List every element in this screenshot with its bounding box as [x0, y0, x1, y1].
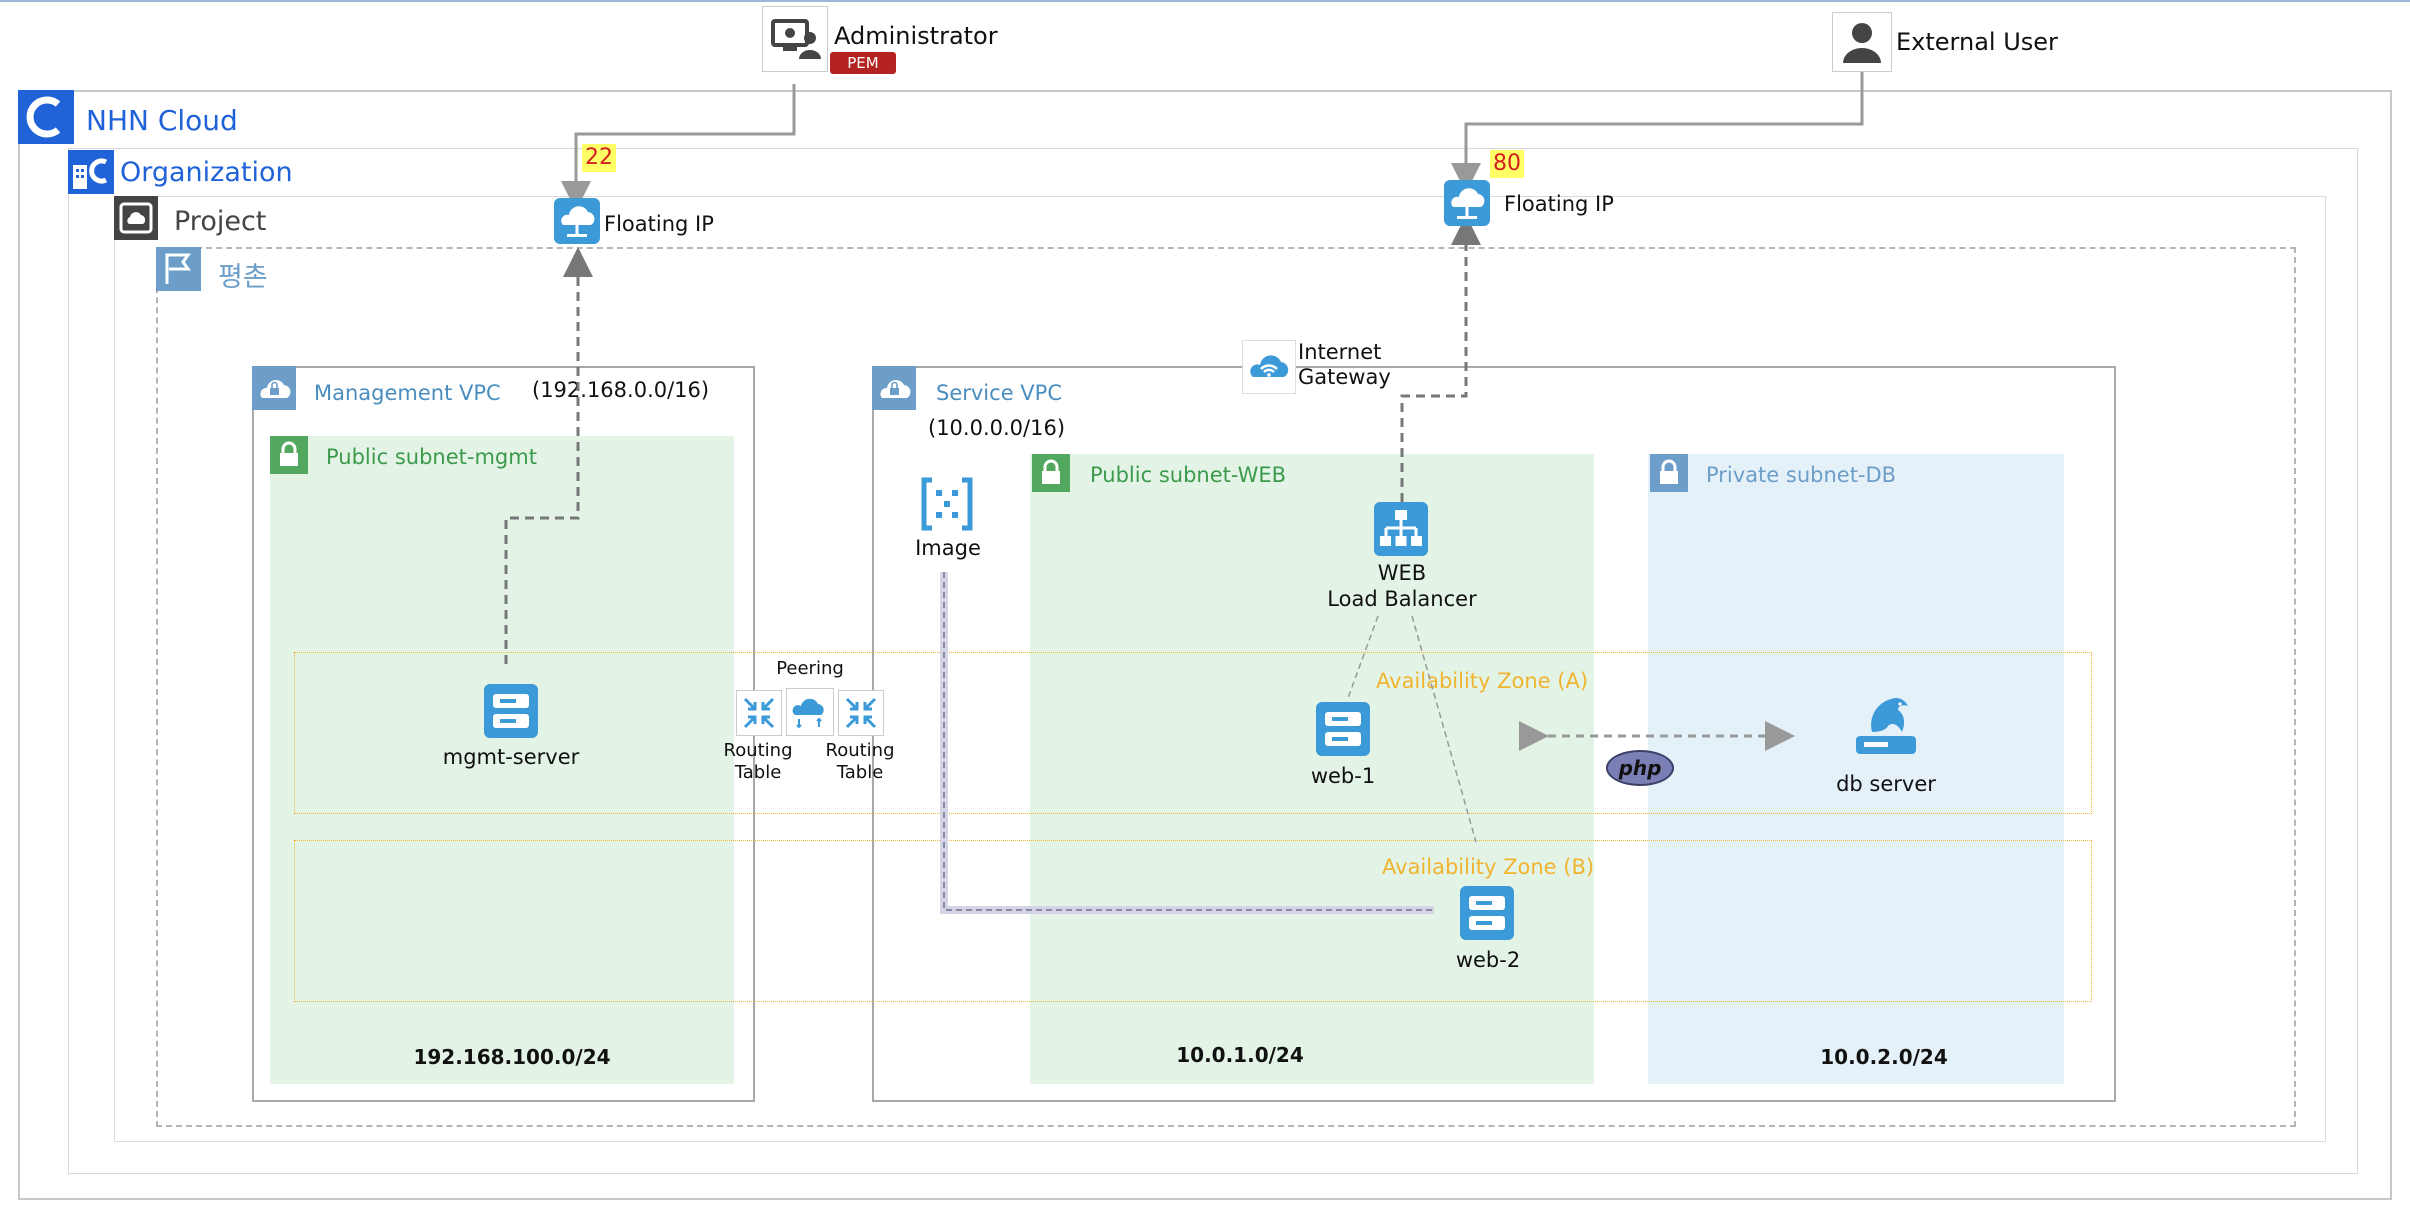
- service-vpc-title: Service VPC: [936, 381, 1062, 405]
- public-subnet-web-title: Public subnet-WEB: [1090, 463, 1287, 487]
- subnet-lock-icon: [270, 436, 308, 474]
- mgmt-server-label: mgmt-server: [442, 745, 580, 769]
- web-2-server-icon: [1460, 886, 1514, 940]
- port-22-label: 22: [582, 144, 616, 172]
- internet-gateway-icon: [1242, 340, 1296, 394]
- internet-gateway-label: Internet Gateway: [1298, 340, 1391, 389]
- region-container: [156, 247, 2296, 1127]
- availability-zone-b: [294, 840, 2092, 1002]
- web-subnet-cidr: 10.0.1.0/24: [1176, 1043, 1304, 1067]
- php-logo-icon: php: [1606, 750, 1674, 786]
- project-container: [114, 196, 2326, 1142]
- organization-icon: [68, 150, 114, 194]
- external-user-label: External User: [1896, 28, 2058, 56]
- routing-table-right-icon: [838, 690, 884, 736]
- floating-ip-cloud-icon: [1444, 180, 1490, 226]
- public-subnet-web: [1030, 454, 1594, 1084]
- management-vpc-cidr: (192.168.0.0/16): [532, 378, 710, 402]
- top-border: [0, 0, 2410, 2]
- web-2-label: web-2: [1455, 948, 1521, 972]
- web-1-label: web-1: [1310, 764, 1376, 788]
- public-subnet-mgmt: [270, 436, 734, 1084]
- floating-ip-right-label: Floating IP: [1504, 192, 1614, 216]
- nhn-cloud-container: [18, 90, 2392, 1200]
- service-vpc-cidr: (10.0.0.0/16): [928, 416, 1066, 440]
- routing-table-left-label: Routing Table: [723, 740, 793, 783]
- region-flag-icon: [156, 247, 201, 291]
- region-title: 평촌: [218, 262, 268, 293]
- vpc-cloud-lock-icon: [872, 366, 916, 410]
- php-logo-text: php: [1618, 756, 1662, 780]
- routing-table-right-label: Routing Table: [825, 740, 895, 783]
- web-1-server-icon: [1316, 702, 1370, 756]
- nhn-cloud-logo-icon: [18, 90, 74, 144]
- project-title: Project: [174, 206, 267, 237]
- image-label: Image: [915, 536, 981, 560]
- subnet-lock-icon: [1032, 454, 1070, 492]
- pem-badge: PEM: [830, 52, 896, 74]
- floating-ip-cloud-icon: [554, 198, 600, 244]
- floating-ip-left-label: Floating IP: [604, 212, 714, 236]
- external-user-icon: [1832, 12, 1892, 72]
- load-balancer-icon: [1374, 502, 1428, 556]
- port-80-label: 80: [1490, 150, 1524, 178]
- availability-zone-a: [294, 652, 2092, 814]
- administrator-label: Administrator: [834, 22, 998, 50]
- administrator-icon: [762, 6, 828, 72]
- project-icon: [114, 196, 158, 240]
- organization-title: Organization: [120, 157, 293, 188]
- routing-table-left-icon: [736, 690, 782, 736]
- private-subnet-db: [1648, 454, 2064, 1084]
- subnet-lock-icon: [1650, 454, 1688, 492]
- nhn-cloud-title: NHN Cloud: [86, 104, 238, 137]
- peering-label: Peering: [776, 658, 844, 679]
- availability-zone-b-label: Availability Zone (B): [1382, 855, 1595, 879]
- peering-icon: [786, 688, 834, 736]
- private-subnet-db-title: Private subnet-DB: [1706, 463, 1897, 487]
- mysql-dolphin-icon: [1852, 690, 1920, 758]
- mgmt-subnet-cidr: 192.168.100.0/24: [413, 1045, 611, 1069]
- vpc-cloud-lock-icon: [252, 366, 296, 410]
- db-subnet-cidr: 10.0.2.0/24: [1820, 1045, 1948, 1069]
- organization-container: [68, 148, 2358, 1174]
- image-icon: [918, 476, 976, 532]
- load-balancer-label: WEB Load Balancer: [1327, 561, 1477, 611]
- mgmt-server-icon: [484, 684, 538, 738]
- public-subnet-mgmt-title: Public subnet-mgmt: [326, 445, 537, 469]
- availability-zone-a-label: Availability Zone (A): [1376, 669, 1589, 693]
- db-server-label: db server: [1836, 772, 1936, 796]
- management-vpc-title: Management VPC: [314, 381, 501, 405]
